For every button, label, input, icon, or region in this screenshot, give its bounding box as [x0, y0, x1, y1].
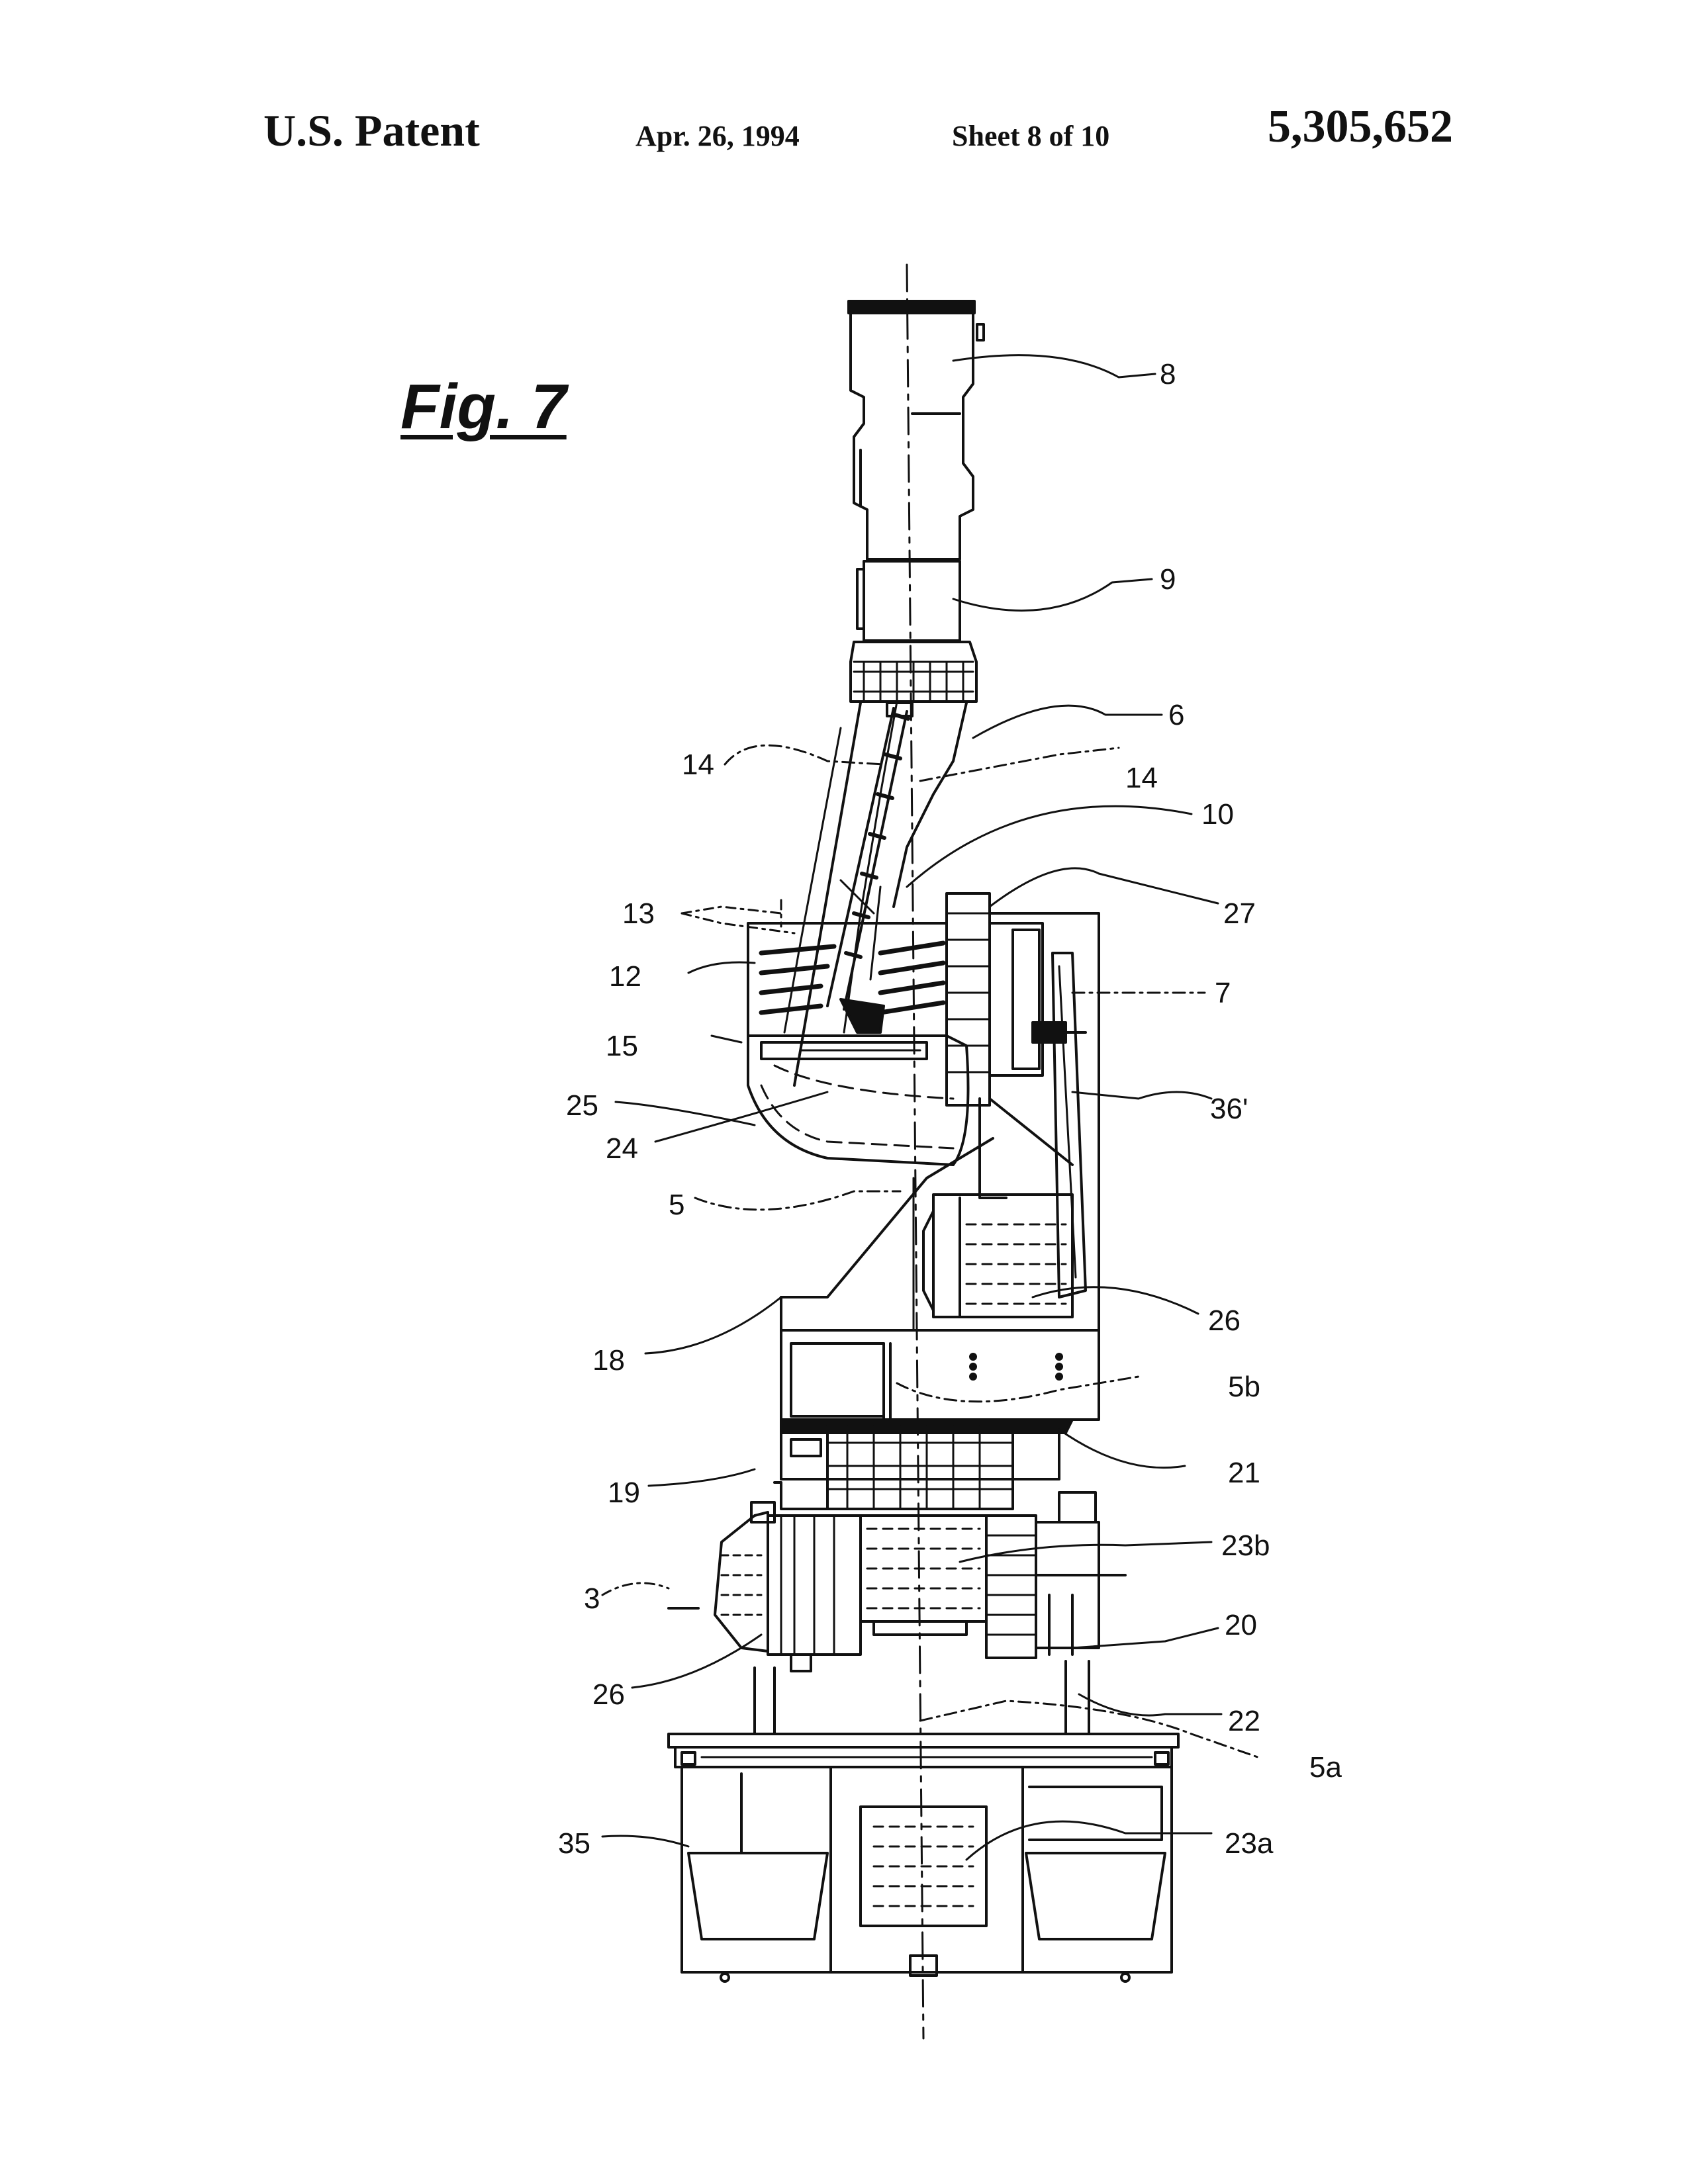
ref-numeral: 9	[1160, 563, 1176, 596]
figure-label: Fig. 7	[400, 371, 567, 442]
shaft-10	[826, 702, 914, 1011]
ref-numeral: 36'	[1210, 1093, 1248, 1125]
ref-numeral: 23b	[1221, 1529, 1270, 1562]
ref-numeral: 15	[606, 1030, 638, 1062]
drive-unit-23b	[750, 1481, 988, 1636]
ref-numeral: 12	[609, 960, 641, 993]
tool-head-8	[847, 300, 985, 561]
turntable-21	[780, 1425, 1060, 1510]
reference-numerals: 8 9 6 14 14 10 13 27 12 7 15 36' 25 24 5…	[558, 358, 1342, 1860]
ref-numeral: 22	[1228, 1705, 1260, 1737]
leader-lines	[601, 354, 1259, 1861]
ref-numeral: 21	[1228, 1457, 1260, 1489]
ref-numeral: 8	[1160, 358, 1176, 390]
patent-number: 5,305,652	[1268, 101, 1453, 152]
drive-20	[985, 1491, 1127, 1659]
arm-18	[780, 1177, 915, 1332]
drive-wheel-27	[945, 892, 1044, 1107]
center-axis-line	[906, 263, 925, 2040]
ref-numeral: 5b	[1228, 1371, 1260, 1403]
ref-numeral: 5	[669, 1189, 684, 1221]
ref-numeral: 5a	[1309, 1751, 1342, 1784]
ref-numeral: 19	[608, 1477, 640, 1509]
ref-numeral: 25	[566, 1089, 598, 1122]
coupling-9	[849, 560, 978, 703]
ref-numeral: 18	[592, 1344, 625, 1377]
carriage-5b	[780, 1329, 1100, 1434]
ref-numeral: 7	[1215, 977, 1231, 1009]
ref-numeral: 20	[1225, 1609, 1257, 1641]
sheet-number: Sheet 8 of 10	[952, 120, 1110, 152]
frame-and-belt-36	[780, 912, 1100, 1345]
patent-title: U.S. Patent	[263, 105, 480, 156]
ref-numeral: 26	[592, 1678, 625, 1711]
ref-numeral: 10	[1201, 798, 1234, 831]
ref-numeral: 14	[682, 749, 714, 781]
ref-numeral: 26	[1208, 1304, 1241, 1337]
ref-numeral: 14	[1125, 762, 1158, 794]
ref-numeral: 3	[584, 1582, 600, 1615]
ref-numeral: 23a	[1225, 1827, 1274, 1860]
ref-numeral: 35	[558, 1827, 590, 1860]
base-plate-5a	[667, 1733, 1180, 1768]
base-cabinet-35	[680, 1766, 1173, 1983]
ref-numeral: 27	[1223, 897, 1256, 930]
motor-26-lower	[667, 1511, 862, 1672]
motor-26-upper	[922, 1193, 1074, 1318]
ref-numeral: 6	[1168, 699, 1184, 731]
support-legs-22	[753, 1660, 1090, 1735]
issue-date: Apr. 26, 1994	[635, 120, 800, 152]
bowl-24-25	[747, 1034, 970, 1166]
ref-numeral: 13	[622, 897, 655, 930]
ref-numeral: 24	[606, 1132, 638, 1165]
